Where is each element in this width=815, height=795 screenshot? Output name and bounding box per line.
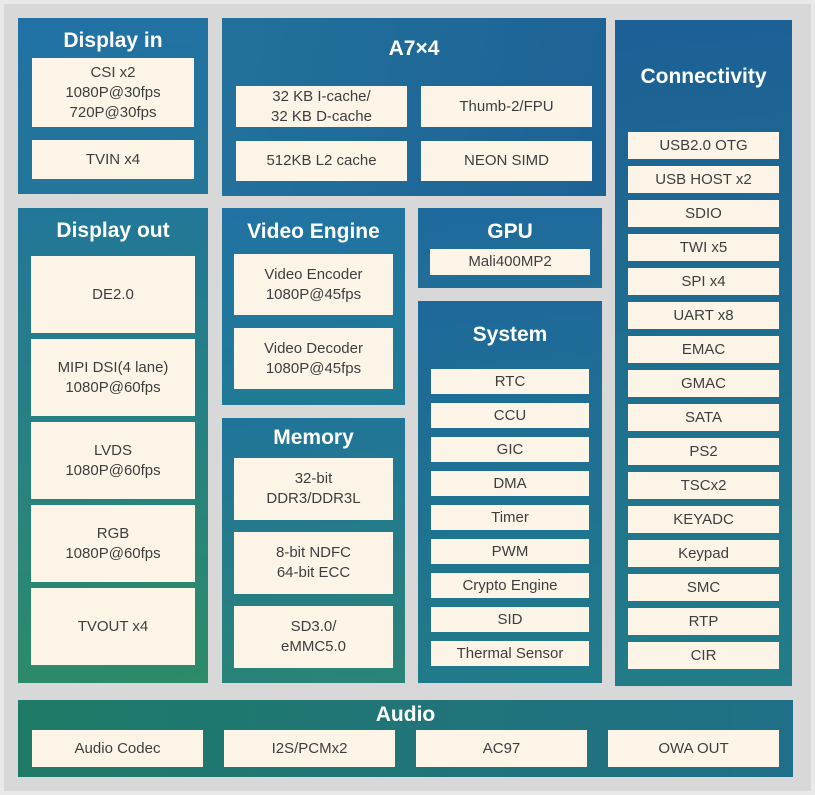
system-title: System xyxy=(472,323,548,346)
display-out-item-lvds: LVDS 1080P@60fps xyxy=(31,422,195,499)
connectivity-title: Connectivity xyxy=(640,65,767,88)
connectivity-item-cir: CIR xyxy=(628,642,779,669)
memory-item-ddr3: 32-bit DDR3/DDR3L xyxy=(234,458,393,520)
audio-item-i2s-pcm: I2S/PCMx2 xyxy=(224,730,395,767)
display-out-item-mipi-dsi: MIPI DSI(4 lane) 1080P@60fps xyxy=(31,339,195,416)
display-in-items: CSI x2 1080P@30fps 720P@30fps TVIN x4 xyxy=(18,58,208,179)
connectivity-item-keypad: Keypad xyxy=(628,540,779,567)
video-engine-items: Video Encoder 1080P@45fps Video Decoder … xyxy=(222,254,405,389)
display-out-items: DE2.0 MIPI DSI(4 lane) 1080P@60fps LVDS … xyxy=(18,256,208,665)
audio-item-owa-out: OWA OUT xyxy=(608,730,779,767)
display-in-item-csi: CSI x2 1080P@30fps 720P@30fps xyxy=(32,58,194,127)
display-out-item-de2: DE2.0 xyxy=(31,256,195,333)
connectivity-block: Connectivity USB2.0 OTG USB HOST x2 SDIO… xyxy=(615,20,792,686)
memory-block: Memory 32-bit DDR3/DDR3L 8-bit NDFC 64-b… xyxy=(222,418,405,683)
display-in-item-tvin: TVIN x4 xyxy=(32,140,194,179)
connectivity-item-tsc: TSCx2 xyxy=(628,472,779,499)
memory-item-sd-emmc: SD3.0/ eMMC5.0 xyxy=(234,606,393,668)
connectivity-item-ps2: PS2 xyxy=(628,438,779,465)
connectivity-item-uart: UART x8 xyxy=(628,302,779,329)
gpu-title: GPU xyxy=(487,220,533,243)
system-items: RTC CCU GIC DMA Timer PWM Crypto Engine … xyxy=(418,369,602,666)
memory-title: Memory xyxy=(273,426,354,449)
display-out-block: Display out DE2.0 MIPI DSI(4 lane) 1080P… xyxy=(18,208,208,683)
video-engine-item-decoder: Video Decoder 1080P@45fps xyxy=(234,328,393,389)
system-item-thermal-sensor: Thermal Sensor xyxy=(431,641,589,666)
system-item-rtc: RTC xyxy=(431,369,589,394)
system-item-timer: Timer xyxy=(431,505,589,530)
connectivity-item-usb2-otg: USB2.0 OTG xyxy=(628,132,779,159)
audio-item-ac97: AC97 xyxy=(416,730,587,767)
connectivity-item-smc: SMC xyxy=(628,574,779,601)
connectivity-item-keyadc: KEYADC xyxy=(628,506,779,533)
connectivity-item-sata: SATA xyxy=(628,404,779,431)
a7-item-cache: 32 KB I-cache/ 32 KB D-cache xyxy=(236,86,407,127)
connectivity-item-emac: EMAC xyxy=(628,336,779,363)
gpu-item-mali400: Mali400MP2 xyxy=(430,249,590,275)
system-item-sid: SID xyxy=(431,607,589,632)
display-in-title: Display in xyxy=(63,29,163,52)
a7-item-l2-cache: 512KB L2 cache xyxy=(236,141,407,181)
connectivity-item-rtp: RTP xyxy=(628,608,779,635)
memory-item-ndfc: 8-bit NDFC 64-bit ECC xyxy=(234,532,393,594)
connectivity-items: USB2.0 OTG USB HOST x2 SDIO TWI x5 SPI x… xyxy=(615,132,792,669)
video-engine-item-encoder: Video Encoder 1080P@45fps xyxy=(234,254,393,315)
system-block: System RTC CCU GIC DMA Timer PWM Crypto … xyxy=(418,301,602,683)
display-out-item-tvout: TVOUT x4 xyxy=(31,588,195,665)
a7-item-thumb2-fpu: Thumb-2/FPU xyxy=(421,86,592,127)
cpu-a7-title: A7×4 xyxy=(388,37,440,60)
display-out-item-rgb: RGB 1080P@60fps xyxy=(31,505,195,582)
connectivity-item-twi: TWI x5 xyxy=(628,234,779,261)
memory-items: 32-bit DDR3/DDR3L 8-bit NDFC 64-bit ECC … xyxy=(222,458,405,668)
cpu-a7-items: 32 KB I-cache/ 32 KB D-cache Thumb-2/FPU… xyxy=(222,86,606,181)
system-item-dma: DMA xyxy=(431,471,589,496)
display-in-block: Display in CSI x2 1080P@30fps 720P@30fps… xyxy=(18,18,208,194)
display-out-title: Display out xyxy=(56,219,170,242)
cpu-a7-block: A7×4 32 KB I-cache/ 32 KB D-cache Thumb-… xyxy=(222,18,606,196)
audio-block: Audio Audio Codec I2S/PCMx2 AC97 OWA OUT xyxy=(18,700,793,777)
gpu-items: Mali400MP2 xyxy=(418,249,602,275)
connectivity-item-gmac: GMAC xyxy=(628,370,779,397)
connectivity-item-sdio: SDIO xyxy=(628,200,779,227)
system-item-crypto-engine: Crypto Engine xyxy=(431,573,589,598)
system-item-gic: GIC xyxy=(431,437,589,462)
audio-title: Audio xyxy=(375,703,436,726)
a7-item-neon-simd: NEON SIMD xyxy=(421,141,592,181)
video-engine-title: Video Engine xyxy=(247,220,380,243)
video-engine-block: Video Engine Video Encoder 1080P@45fps V… xyxy=(222,208,405,405)
connectivity-item-spi: SPI x4 xyxy=(628,268,779,295)
system-item-pwm: PWM xyxy=(431,539,589,564)
system-item-ccu: CCU xyxy=(431,403,589,428)
audio-items: Audio Codec I2S/PCMx2 AC97 OWA OUT xyxy=(18,730,793,767)
gpu-block: GPU Mali400MP2 xyxy=(418,208,602,288)
audio-item-codec: Audio Codec xyxy=(32,730,203,767)
connectivity-item-usb-host: USB HOST x2 xyxy=(628,166,779,193)
